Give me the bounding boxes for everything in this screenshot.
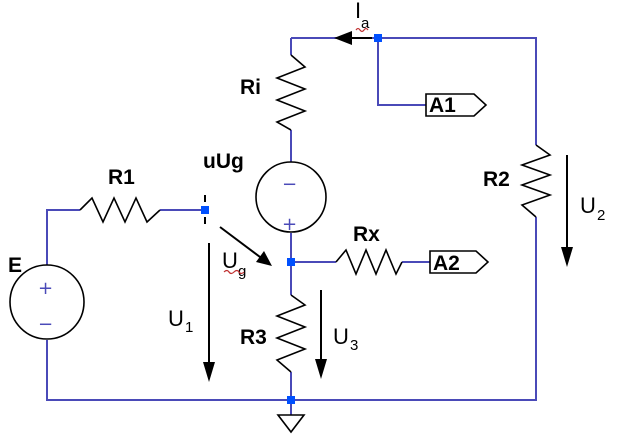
label-u1: U 1 xyxy=(168,306,193,336)
wire-left-top xyxy=(46,209,80,265)
source-uug-minus: − xyxy=(282,174,297,195)
label-ug: U g xyxy=(222,248,246,280)
label-uug: uUg xyxy=(203,150,244,173)
wire-left-bottom xyxy=(46,340,291,401)
label-u3: U 3 xyxy=(333,324,358,354)
resistor-r3 xyxy=(274,294,308,373)
label-ri: Ri xyxy=(240,76,261,99)
label-ug-sub: g xyxy=(238,263,246,280)
label-r3: R3 xyxy=(240,326,267,349)
label-rx: Rx xyxy=(353,223,380,246)
voltage-source-e: + − xyxy=(9,264,85,340)
label-u3-main: U xyxy=(333,324,349,349)
port-a1-shape xyxy=(425,93,488,117)
label-u2-main: U xyxy=(580,193,596,218)
voltage-ug-arrowhead xyxy=(256,251,272,266)
resistor-r2 xyxy=(519,144,553,218)
wire-top xyxy=(291,37,537,145)
node-bottom xyxy=(287,396,295,404)
source-uug-plus: + xyxy=(282,214,297,235)
current-ia-arrowhead xyxy=(334,31,352,45)
voltage-u1-arrowhead xyxy=(203,362,215,382)
wires xyxy=(46,37,537,415)
voltage-u3-arrowhead xyxy=(315,359,327,379)
label-ia-squiggle xyxy=(355,27,369,33)
label-u2-sub: 2 xyxy=(597,207,605,224)
node-open-terminal xyxy=(201,206,209,214)
source-e-plus: + xyxy=(38,278,53,299)
label-ia: I a xyxy=(355,0,370,33)
label-ug-squiggle xyxy=(223,269,245,275)
port-a2-shape xyxy=(429,250,490,274)
wire-a1-branch xyxy=(377,38,426,106)
wire-r2-bottom xyxy=(291,217,537,401)
label-u2: U 2 xyxy=(580,193,605,224)
label-ia-main: I xyxy=(355,0,361,23)
source-e-minus: − xyxy=(38,314,53,335)
voltage-u2-arrowhead xyxy=(561,247,573,267)
port-a1-label: A1 xyxy=(429,94,456,117)
node-middle xyxy=(287,258,295,266)
voltage-ug-arrow-line xyxy=(219,226,265,261)
label-u1-sub: 1 xyxy=(185,319,193,336)
label-r1: R1 xyxy=(108,166,135,189)
resistor-r1 xyxy=(79,196,161,224)
resistor-rx xyxy=(335,247,403,277)
label-r2: R2 xyxy=(483,168,510,191)
resistor-ri xyxy=(274,54,308,131)
port-a2-label: A2 xyxy=(433,252,460,275)
label-u1-main: U xyxy=(168,306,184,331)
node-top xyxy=(374,34,382,42)
label-u3-sub: 3 xyxy=(350,337,358,354)
label-ia-sub: a xyxy=(361,15,370,32)
ground-icon xyxy=(276,414,306,434)
voltage-source-uug: − + xyxy=(255,161,327,235)
label-e: E xyxy=(8,254,22,277)
label-ug-main: U xyxy=(222,248,238,273)
